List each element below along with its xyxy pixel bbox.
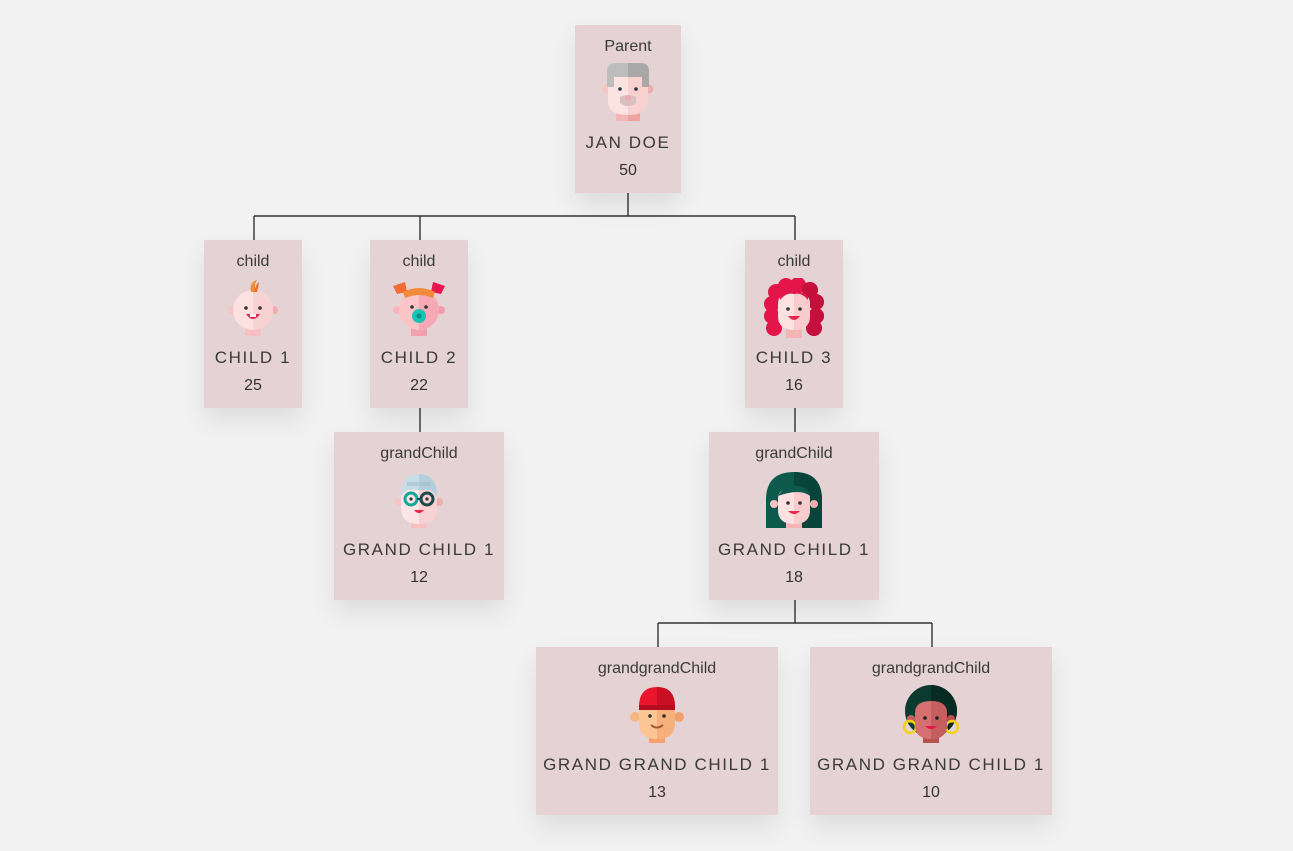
node-name: CHILD 2 [380, 348, 458, 367]
node-greatgrandchild-1[interactable]: grandgrandChild GRAND GRAND CHILD 1 13 [536, 647, 778, 815]
earrings-woman-avatar-icon [901, 685, 961, 745]
node-name: GRAND GRAND CHILD 1 [817, 755, 1045, 774]
node-age: 50 [619, 162, 637, 179]
node-grandchild-1[interactable]: grandChild GRAND CHILD 1 12 [334, 432, 504, 600]
node-age: 16 [785, 377, 803, 394]
grandpa-avatar-icon [598, 63, 658, 123]
node-role: grandChild [380, 445, 458, 462]
node-role: child [777, 253, 811, 270]
node-child-1[interactable]: child CHILD 1 25 [204, 240, 302, 408]
node-child-2[interactable]: child CHILD 2 22 [370, 240, 468, 408]
node-age: 10 [922, 784, 940, 801]
node-name: GRAND CHILD 1 [717, 540, 871, 559]
node-name: JAN DOE [585, 133, 671, 152]
node-parent[interactable]: Parent JAN DOE 50 [575, 25, 681, 193]
node-child-3[interactable]: child CHILD 3 16 [745, 240, 843, 408]
node-name: CHILD 3 [755, 348, 833, 367]
node-greatgrandchild-2[interactable]: grandgrandChild GRAND GRAND CHILD 1 10 [810, 647, 1052, 815]
node-age: 22 [410, 377, 428, 394]
node-age: 12 [410, 569, 428, 586]
node-role: child [236, 253, 270, 270]
node-age: 18 [785, 569, 803, 586]
baby-boy-avatar-icon [223, 278, 283, 338]
node-age: 13 [648, 784, 666, 801]
dark-hair-woman-avatar-icon [764, 470, 824, 530]
node-role: grandgrandChild [871, 660, 991, 677]
connector-parent-children [253, 193, 796, 240]
node-name: GRAND GRAND CHILD 1 [543, 755, 771, 774]
glasses-grandma-avatar-icon [389, 470, 449, 530]
node-name: GRAND CHILD 1 [342, 540, 496, 559]
baby-girl-pacifier-avatar-icon [389, 278, 449, 338]
red-beanie-boy-avatar-icon [627, 685, 687, 745]
node-role: Parent [604, 38, 652, 55]
node-name: CHILD 1 [214, 348, 292, 367]
curly-red-hair-girl-avatar-icon [764, 278, 824, 338]
node-age: 25 [244, 377, 262, 394]
node-role: grandChild [755, 445, 833, 462]
node-role: child [402, 253, 436, 270]
node-grandchild-2[interactable]: grandChild GRAND CHILD 1 18 [709, 432, 879, 600]
connector-grandchild-greatgrandchildren [657, 600, 933, 647]
node-role: grandgrandChild [597, 660, 717, 677]
